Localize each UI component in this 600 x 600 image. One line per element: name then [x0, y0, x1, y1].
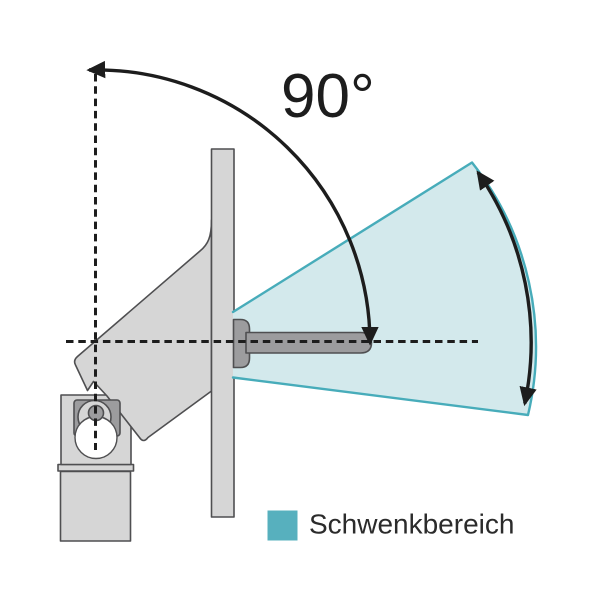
- angle-label: 90°: [281, 62, 375, 131]
- swivel-cone: [233, 162, 536, 415]
- legend-swatch: [267, 510, 298, 541]
- legend-label: Schwenkbereich: [309, 509, 514, 540]
- mount-column: [59, 470, 132, 542]
- flange-plate: [210, 148, 235, 518]
- legend: Schwenkbereich: [267, 509, 514, 541]
- angle-arc-90: [86, 60, 379, 346]
- swivel-range-arrow: [476, 170, 537, 407]
- mount-collar: [57, 463, 135, 472]
